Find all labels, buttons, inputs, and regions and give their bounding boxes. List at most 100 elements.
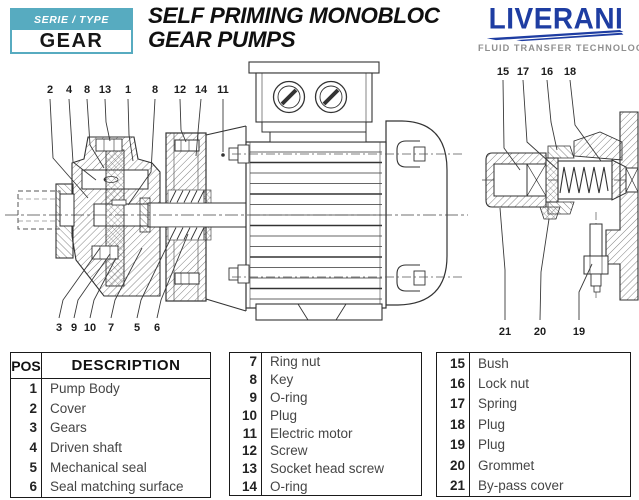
pos-cell: 13 — [230, 459, 262, 478]
callout-13: 13 — [98, 84, 112, 96]
callout-16: 16 — [540, 66, 554, 78]
pos-cell: 18 — [437, 414, 470, 435]
table-header-row: POS DESCRIPTION — [11, 353, 210, 379]
bypass-valve-detail — [482, 111, 639, 301]
pos-cell: 15 — [437, 353, 470, 374]
description-cell: O-ring — [270, 389, 308, 405]
callout-14: 14 — [194, 84, 208, 96]
callout-15: 15 — [496, 66, 510, 78]
callout-3: 3 — [55, 322, 63, 334]
table-row: 7 Ring nut — [230, 353, 421, 371]
spring-coil — [559, 166, 609, 194]
callout-19: 19 — [572, 326, 586, 338]
pos-cell: 4 — [11, 437, 42, 458]
description-header: DESCRIPTION — [71, 357, 181, 374]
callout-9: 9 — [70, 322, 78, 334]
description-cell: Cover — [50, 400, 87, 416]
description-cell: Bush — [478, 355, 509, 371]
table-row: 13 Socket head screw — [230, 459, 421, 478]
electric-motor — [5, 61, 468, 321]
callout-21: 21 — [498, 326, 512, 338]
pos-cell: 21 — [437, 475, 470, 496]
pos-cell: 12 — [230, 441, 262, 460]
table-row: 20 Grommet — [437, 454, 630, 476]
pos-cell: 6 — [11, 476, 42, 497]
callout-1: 1 — [124, 84, 132, 96]
callout-8: 8 — [83, 84, 91, 96]
callout-7: 7 — [107, 322, 115, 334]
brand-tagline: FLUID TRANSFER TECHNOLOGY — [478, 43, 639, 53]
description-cell: Plug — [478, 416, 506, 432]
callout-4: 4 — [65, 84, 73, 96]
callout-17: 17 — [516, 66, 530, 78]
table-row: 5 Mechanical seal — [11, 457, 210, 477]
pos-header: POS — [11, 353, 42, 378]
brand-logo: LIVERANI FLUID TRANSFER TECHNOLOGY — [478, 2, 639, 53]
pos-cell: 14 — [230, 477, 262, 496]
table-row: 17 Spring — [437, 393, 630, 415]
description-cell: Mechanical seal — [50, 459, 147, 475]
description-cell: Grommet — [478, 457, 535, 473]
table-row: 3 Gears — [11, 418, 210, 438]
callout-6: 6 — [153, 322, 161, 334]
terminal-box — [248, 61, 380, 143]
cable-gland-icon — [272, 80, 306, 114]
pos-cell: 8 — [230, 370, 262, 389]
table-row: 2 Cover — [11, 398, 210, 419]
description-cell: Electric motor — [270, 425, 353, 441]
table-row: 9 O-ring — [230, 388, 421, 407]
table-row: 10 Plug — [230, 406, 421, 425]
description-cell: Seal matching surface — [50, 479, 184, 495]
callout-10: 10 — [83, 322, 97, 334]
pos-cell: 10 — [230, 406, 262, 425]
table-row: 19 Plug — [437, 434, 630, 455]
page-title: SELF PRIMING MONOBLOC GEAR PUMPS — [148, 4, 478, 52]
pos-cell: 7 — [230, 353, 262, 371]
brand-name: LIVERANI — [488, 2, 624, 35]
pos-cell: 17 — [437, 393, 470, 415]
description-cell: Key — [270, 372, 294, 388]
table-row: 12 Screw — [230, 441, 421, 460]
pos-cell: 2 — [11, 398, 42, 419]
table-row: 18 Plug — [437, 414, 630, 435]
series-name: GEAR — [39, 30, 104, 52]
table-row: 4 Driven shaft — [11, 437, 210, 458]
pump-assembly-drawing — [5, 61, 639, 321]
callout-2: 2 — [46, 84, 54, 96]
table-row: 15 Bush — [437, 353, 630, 374]
callout-12: 12 — [173, 84, 187, 96]
callout-11: 11 — [217, 84, 229, 96]
logo-swoosh-icon — [486, 30, 624, 42]
page-title-line2: GEAR PUMPS — [148, 27, 296, 52]
pos-cell: 19 — [437, 434, 470, 455]
pos-cell: 11 — [230, 424, 262, 442]
pos-cell: 5 — [11, 457, 42, 477]
callout-20: 20 — [533, 326, 547, 338]
description-cell: Ring nut — [270, 354, 321, 370]
pos-cell: 9 — [230, 388, 262, 407]
description-cell: Pump Body — [50, 381, 120, 397]
pos-cell: 20 — [437, 454, 470, 476]
description-cell: Lock nut — [478, 376, 530, 392]
description-cell: Plug — [270, 407, 298, 423]
description-cell: Gears — [50, 420, 87, 436]
callout-8: 8 — [151, 84, 159, 96]
cable-gland-icon — [314, 80, 348, 114]
table-row: 11 Electric motor — [230, 424, 421, 442]
description-cell: Socket head screw — [270, 461, 385, 477]
description-cell: Spring — [478, 396, 518, 412]
pos-cell: 3 — [11, 418, 42, 438]
table-row: 6 Seal matching surface — [11, 476, 210, 497]
description-cell: Driven shaft — [50, 440, 123, 456]
description-cell: Screw — [270, 443, 308, 459]
page-title-line1: SELF PRIMING MONOBLOC — [148, 3, 440, 28]
leader-lines — [49, 79, 602, 321]
description-cell: O-ring — [270, 478, 308, 494]
description-cell: Plug — [478, 437, 506, 453]
pos-cell: 16 — [437, 373, 470, 394]
